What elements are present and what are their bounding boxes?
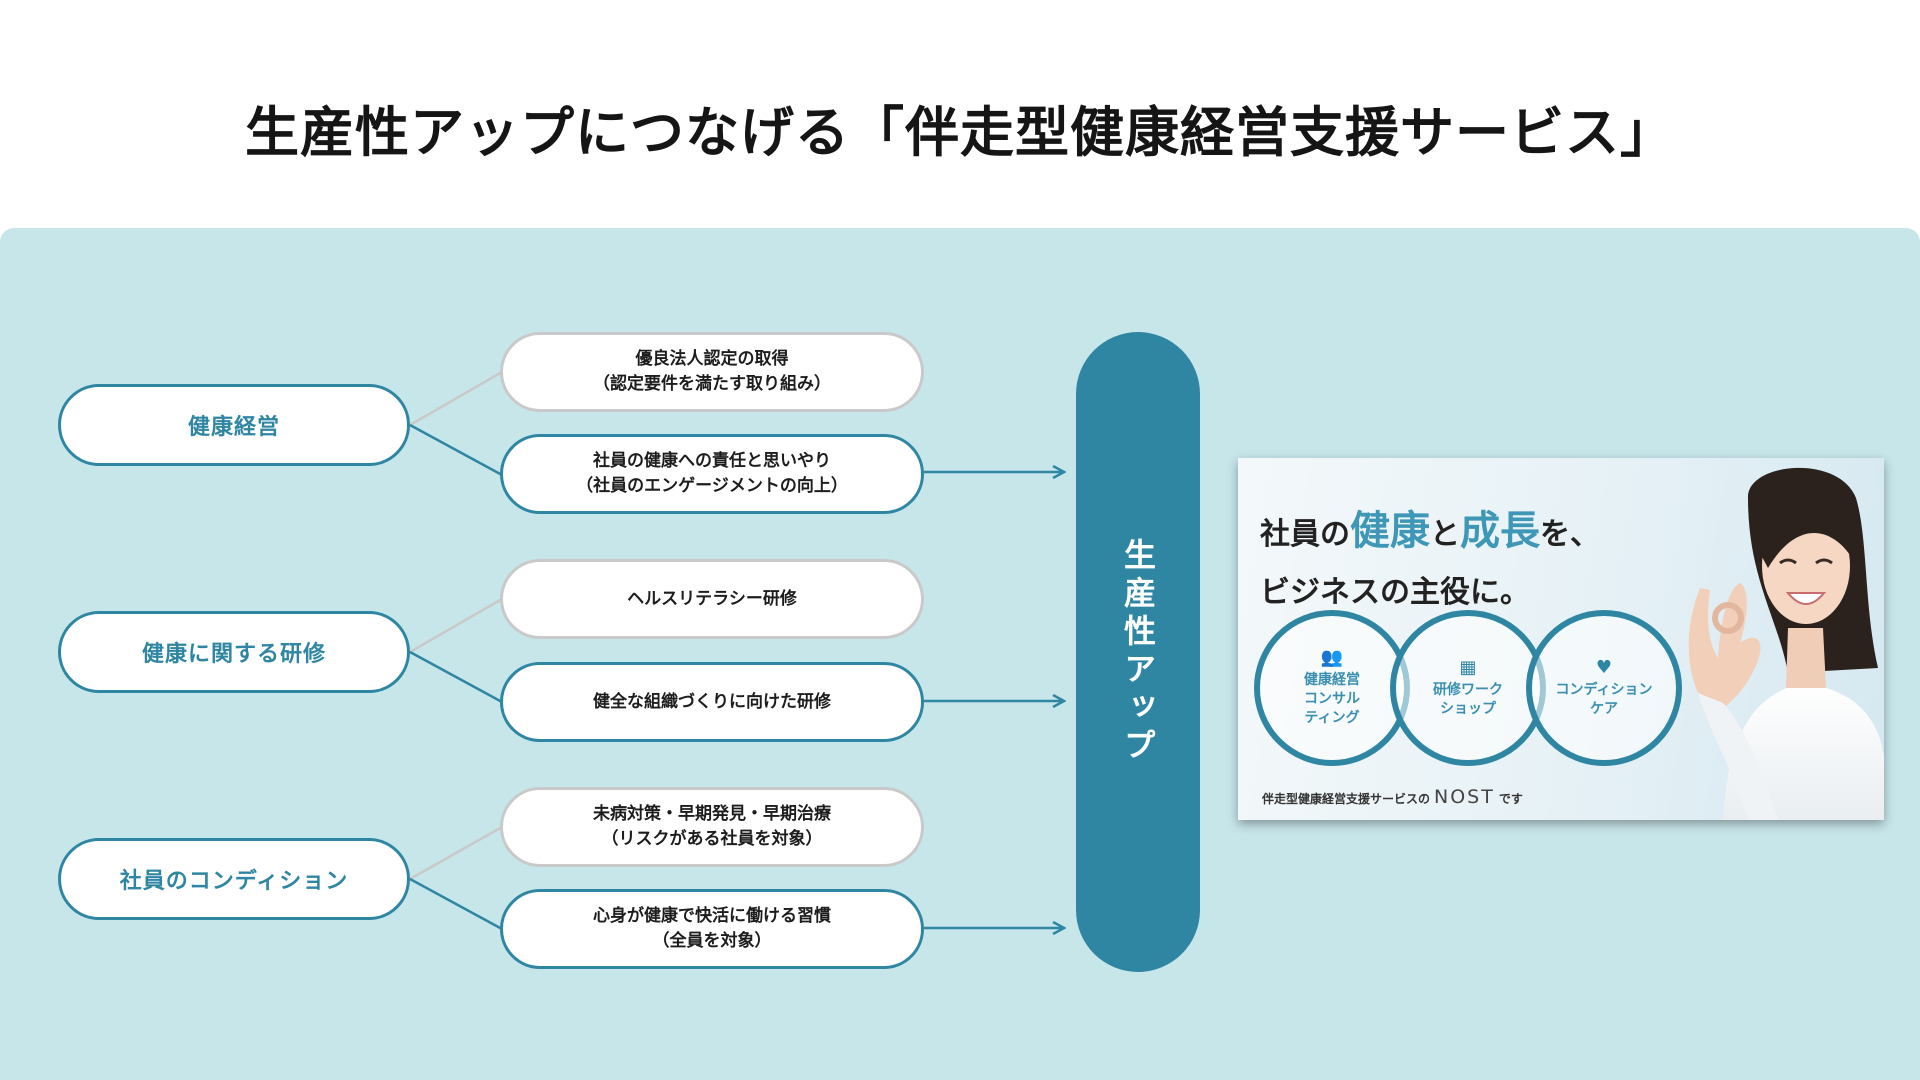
nost-logo: NOST [1434, 786, 1495, 808]
item-early-detection: 未病対策・早期発見・早期治療 （リスクがある社員を対象） [500, 787, 924, 867]
page-title: 生産性アップにつなげる「伴走型健康経営支援サービス」 [0, 88, 1920, 167]
circle-workshop: ▦ 研修ワーク ショップ [1390, 610, 1546, 766]
circle-consulting: 👥 健康経営 コンサル ティング [1254, 610, 1410, 766]
item-healthy-habits: 心身が健康で快活に働ける習慣 （全員を対象） [500, 889, 924, 969]
circle-workshop-label: 研修ワーク ショップ [1433, 681, 1503, 719]
footer-prefix: 伴走型健康経営支援サービスの [1262, 792, 1430, 806]
banner-footer: 伴走型健康経営支援サービスの NOST です [1262, 786, 1523, 808]
productivity-bar: 生産性アップ [1076, 332, 1200, 972]
category-health-training: 健康に関する研修 [58, 611, 410, 693]
item-health-literacy: ヘルスリテラシー研修 [500, 559, 924, 639]
item-employee-care: 社員の健康への責任と思いやり （社員のエンゲージメントの向上） [500, 434, 924, 514]
nost-banner: 社員の健康と成長を、 ビジネスの主役に。 👥 健康経営 コンサル ティング ▦ … [1238, 458, 1884, 820]
productivity-label: 生産性アップ [1115, 538, 1161, 766]
banner-headline: 社員の健康と成長を、 ビジネスの主役に。 [1260, 502, 1600, 622]
headline-highlight-growth: 成長 [1460, 508, 1540, 554]
headline-text-b: と [1430, 517, 1460, 552]
woman-photo [1628, 458, 1884, 820]
category-employee-condition: 社員のコンディション [58, 838, 410, 920]
heart-icon: ♥ [1596, 658, 1612, 677]
category-health-management: 健康経営 [58, 384, 410, 466]
circle-condition-care: ♥ コンディション ケア [1526, 610, 1682, 766]
circle-consulting-label: 健康経営 コンサル ティング [1304, 671, 1360, 728]
headline-text-c: を、 [1540, 517, 1600, 552]
footer-suffix: です [1499, 792, 1523, 806]
headline-text-a: 社員の [1260, 517, 1350, 552]
item-organization-training: 健全な組織づくりに向けた研修 [500, 662, 924, 742]
headline-highlight-health: 健康 [1350, 508, 1430, 554]
item-certification: 優良法人認定の取得 （認定要件を満たす取り組み） [500, 332, 924, 412]
people-icon: 👥 [1321, 648, 1343, 667]
workshop-icon: ▦ [1459, 658, 1476, 677]
circle-condition-label: コンディション ケア [1555, 681, 1652, 719]
banner-line1: 社員の健康と成長を、 [1260, 502, 1600, 564]
